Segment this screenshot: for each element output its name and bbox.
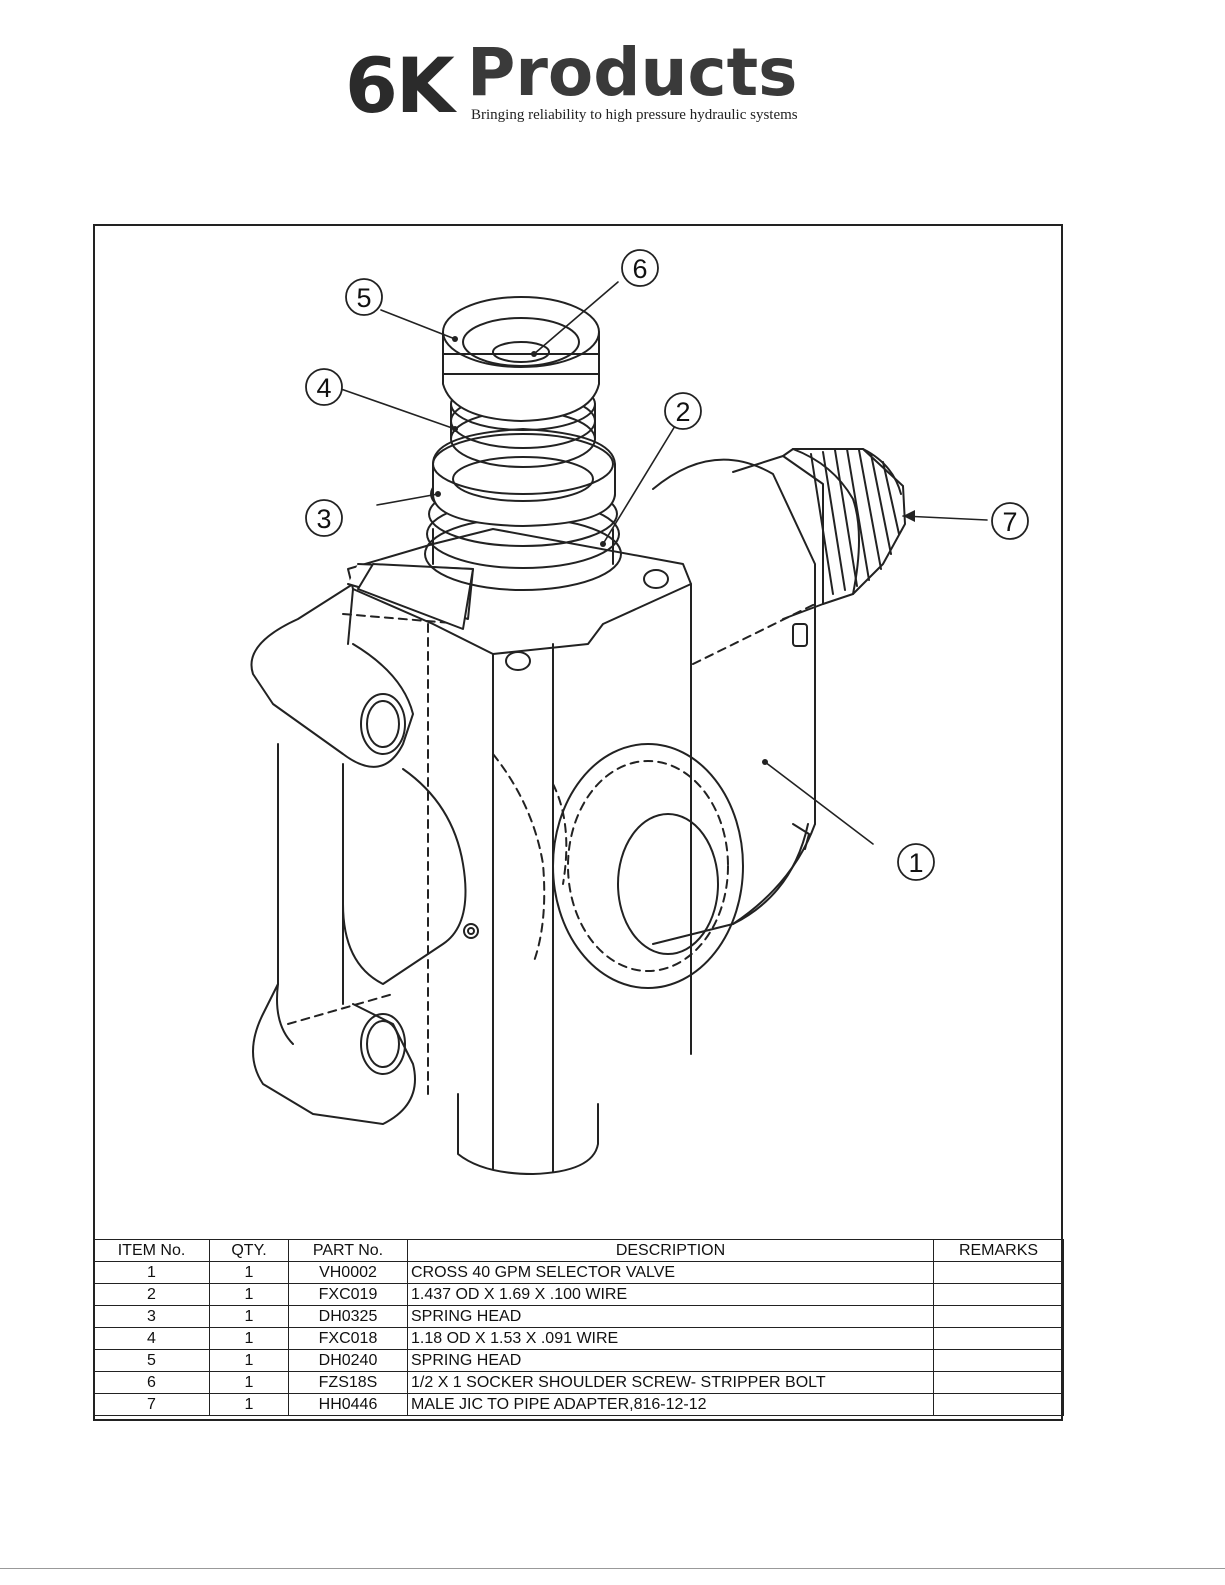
description: CROSS 40 GPM SELECTOR VALVE (407, 1261, 934, 1284)
logo-name: Products (467, 34, 798, 111)
qty: 1 (209, 1349, 289, 1372)
col-qty: QTY. (209, 1239, 289, 1262)
remarks (933, 1327, 1064, 1350)
left-port-lower (252, 983, 416, 1125)
bill-of-materials: ITEM No. QTY. PART No. DESCRIPTION REMAR… (93, 1239, 1064, 1416)
col-remarks: REMARKS (933, 1239, 1064, 1262)
rear-body (652, 458, 816, 945)
item-no: 6 (93, 1371, 210, 1394)
bottom-stub (457, 1093, 599, 1175)
page-bottom-rule (0, 1568, 1225, 1569)
item-no: 1 (93, 1261, 210, 1284)
qty: 1 (209, 1371, 289, 1394)
part-no: FXC019 (288, 1283, 408, 1306)
balloon-4 (305, 368, 343, 406)
balloon-3 (305, 499, 343, 537)
balloon-1 (897, 843, 935, 881)
table-row: 1 1 VH0002 CROSS 40 GPM SELECTOR VALVE (93, 1261, 1064, 1284)
part-no: HH0446 (288, 1393, 408, 1416)
assembly-drawing: 1 2 3 4 5 6 7 (93, 224, 1063, 1234)
qty: 1 (209, 1327, 289, 1350)
part-no: FXC018 (288, 1327, 408, 1350)
part-no: VH0002 (288, 1261, 408, 1284)
item-no: 4 (93, 1327, 210, 1350)
table-row: 3 1 DH0325 SPRING HEAD (93, 1305, 1064, 1328)
col-description: DESCRIPTION (407, 1239, 934, 1262)
item-no: 5 (93, 1349, 210, 1372)
balloon-2 (664, 392, 702, 430)
remarks (933, 1393, 1064, 1416)
item-no: 2 (93, 1283, 210, 1306)
description: 1.18 OD X 1.53 X .091 WIRE (407, 1327, 934, 1350)
part-no: FZS18S (288, 1371, 408, 1394)
table-row: 7 1 HH0446 MALE JIC TO PIPE ADAPTER,816-… (93, 1393, 1064, 1416)
leader-lines (340, 281, 988, 845)
company-logo: 6K Products Bringing reliability to high… (345, 40, 845, 135)
balloon-6 (621, 249, 659, 287)
left-port-upper (250, 563, 474, 1045)
bom-header-row: ITEM No. QTY. PART No. DESCRIPTION REMAR… (93, 1239, 1064, 1262)
qty: 1 (209, 1283, 289, 1306)
table-row: 4 1 FXC018 1.18 OD X 1.53 X .091 WIRE (93, 1327, 1064, 1350)
logo-mark: 6K (345, 41, 455, 130)
balloon-label-6: 6 (632, 254, 647, 284)
balloon-label-1: 1 (908, 848, 923, 878)
item-no: 7 (93, 1393, 210, 1416)
front-port (492, 743, 744, 989)
balloon-label-2: 2 (675, 397, 690, 427)
remarks (933, 1371, 1064, 1394)
col-item-no: ITEM No. (93, 1239, 210, 1262)
remarks (933, 1349, 1064, 1372)
balloon-label-7: 7 (1002, 507, 1017, 537)
remarks (933, 1305, 1064, 1328)
spring-head-large (432, 428, 616, 527)
spring-head-small (442, 296, 600, 422)
balloon-5 (345, 278, 383, 316)
part-no: DH0325 (288, 1305, 408, 1328)
item-no: 3 (93, 1305, 210, 1328)
balloon-label-5: 5 (356, 283, 371, 313)
description: MALE JIC TO PIPE ADAPTER,816-12-12 (407, 1393, 934, 1416)
qty: 1 (209, 1393, 289, 1416)
description: 1/2 X 1 SOCKER SHOULDER SCREW- STRIPPER … (407, 1371, 934, 1394)
balloon-label-4: 4 (316, 373, 331, 403)
table-row: 5 1 DH0240 SPRING HEAD (93, 1349, 1064, 1372)
description: 1.437 OD X 1.69 X .100 WIRE (407, 1283, 934, 1306)
description: SPRING HEAD (407, 1349, 934, 1372)
drawing-frame (93, 224, 1063, 1421)
qty: 1 (209, 1261, 289, 1284)
item-balloons: 1 2 3 4 5 6 7 (305, 249, 1029, 881)
balloon-7 (991, 502, 1029, 540)
qty: 1 (209, 1305, 289, 1328)
jic-fitting (732, 448, 906, 850)
balloon-label-3: 3 (316, 504, 331, 534)
table-row: 2 1 FXC019 1.437 OD X 1.69 X .100 WIRE (93, 1283, 1064, 1306)
col-part-no: PART No. (288, 1239, 408, 1262)
left-face (342, 763, 479, 1005)
part-no: DH0240 (288, 1349, 408, 1372)
description: SPRING HEAD (407, 1305, 934, 1328)
table-row: 6 1 FZS18S 1/2 X 1 SOCKER SHOULDER SCREW… (93, 1371, 1064, 1394)
logo-tagline: Bringing reliability to high pressure hy… (471, 107, 798, 123)
leader-dots (435, 336, 915, 765)
remarks (933, 1261, 1064, 1284)
remarks (933, 1283, 1064, 1306)
